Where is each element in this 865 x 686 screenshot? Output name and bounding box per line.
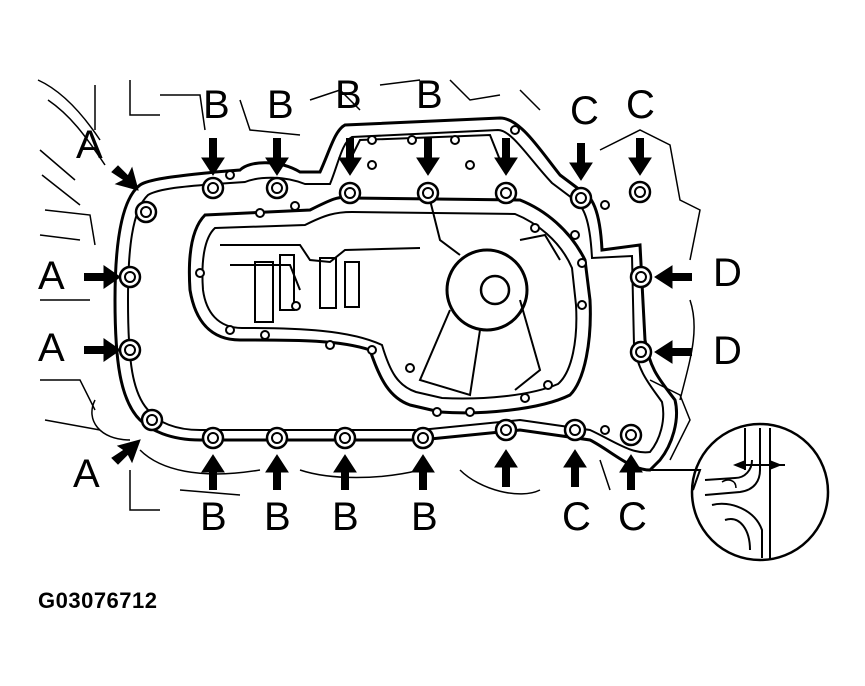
label-b-bottom-4: B — [411, 495, 438, 539]
label-c-top-2: C — [626, 83, 655, 127]
flange-holes — [195, 125, 610, 435]
label-b-top-1: B — [203, 83, 230, 127]
bolt-a4 — [140, 408, 164, 432]
callout-arrows — [84, 138, 692, 490]
bolt-b2 — [265, 176, 289, 200]
bolt-c2 — [628, 180, 652, 204]
label-b-top-2: B — [267, 83, 294, 127]
bolt-c3 — [563, 418, 587, 442]
label-c-bottom-1: C — [562, 495, 591, 539]
bolt-b6 — [201, 426, 225, 450]
label-b-top-3: B — [335, 73, 362, 117]
figure-id: G03076712 — [38, 588, 158, 613]
label-d-lower: D — [713, 329, 742, 373]
label-c-bottom-2: C — [618, 495, 647, 539]
label-b-bottom-1: B — [200, 495, 227, 539]
arrow-up-b7 — [265, 454, 289, 490]
bolt-b8 — [333, 426, 357, 450]
arrow-right-a3 — [84, 338, 121, 362]
arrow-down-b1 — [201, 138, 225, 176]
bolt-d1 — [629, 265, 653, 289]
arrow-diag-a1 — [111, 165, 139, 191]
bolt-d2 — [629, 340, 653, 364]
arrow-up-c3 — [563, 449, 587, 487]
label-a-bottom: A — [73, 452, 100, 496]
arrow-down-c2 — [628, 138, 652, 176]
arrow-left-d1 — [654, 265, 692, 289]
label-a-lower: A — [38, 326, 65, 370]
bolt-b3 — [338, 181, 362, 205]
gasket-detail-inset — [650, 422, 830, 562]
bolt-b4 — [416, 181, 440, 205]
label-a-upper: A — [38, 254, 65, 298]
bolts — [118, 176, 653, 450]
bolt-a3 — [118, 338, 142, 362]
bolt-b10 — [494, 418, 518, 442]
bolt-a2 — [118, 265, 142, 289]
bolt-c1 — [569, 186, 593, 210]
arrow-up-b6 — [201, 454, 225, 490]
callout-labels: A A A A B B B B C C D D B B B B C C — [38, 73, 742, 539]
bolt-a1 — [134, 200, 158, 224]
arrow-down-b4 — [416, 138, 440, 176]
bolt-b9 — [411, 426, 435, 450]
oil-pan-outline — [113, 116, 679, 472]
arrow-down-b5 — [494, 138, 518, 176]
arrow-left-d2 — [654, 340, 692, 364]
label-b-top-4: B — [416, 73, 443, 117]
arrow-diag-a4 — [111, 439, 141, 465]
bolt-c4 — [619, 423, 643, 447]
label-c-top-1: C — [570, 89, 599, 133]
arrow-right-a2 — [84, 265, 121, 289]
bolt-b7 — [265, 426, 289, 450]
arrow-up-b8 — [333, 454, 357, 490]
arrow-down-b2 — [265, 138, 289, 176]
oil-pump-body — [254, 133, 561, 397]
arrow-down-b3 — [338, 138, 362, 176]
arrow-down-c1 — [569, 143, 593, 181]
label-b-bottom-3: B — [332, 495, 359, 539]
engine-background-sketch — [37, 79, 701, 511]
bolt-b5 — [494, 181, 518, 205]
label-a-top: A — [76, 123, 103, 167]
label-b-bottom-2: B — [264, 495, 291, 539]
arrow-up-b9 — [411, 454, 435, 490]
bolt-b1 — [201, 176, 225, 200]
label-d-upper: D — [713, 251, 742, 295]
arrow-up-c4 — [619, 454, 643, 490]
arrow-up-b10 — [494, 449, 518, 487]
